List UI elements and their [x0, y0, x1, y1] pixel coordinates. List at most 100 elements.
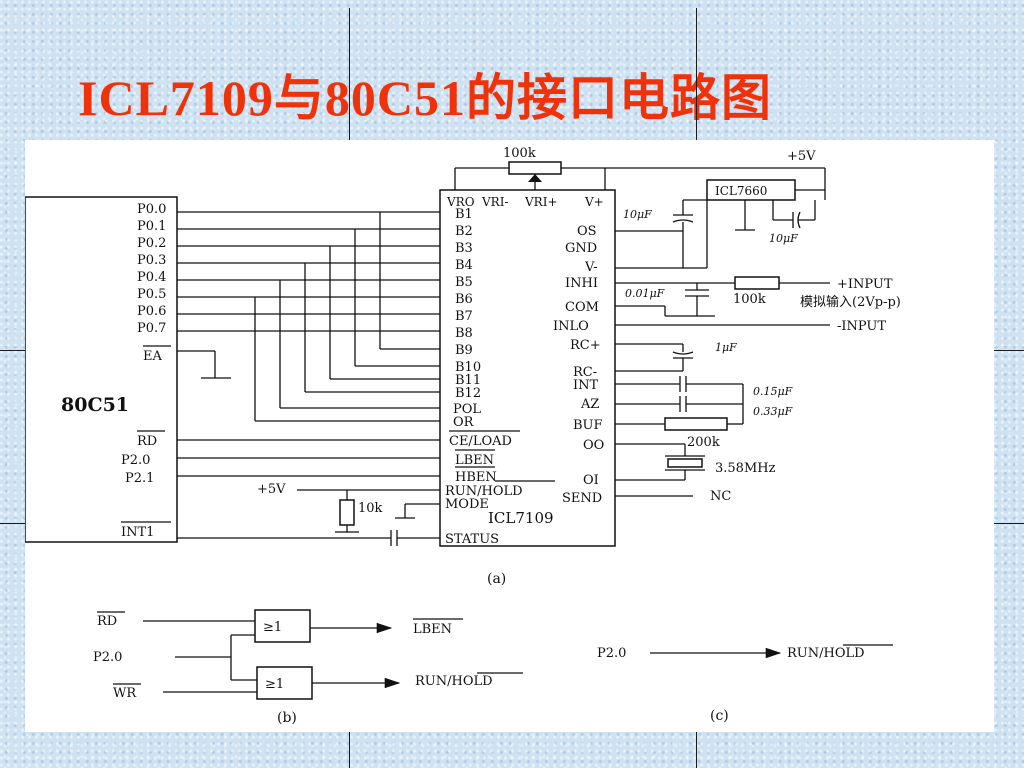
- adc-pin-b4: B4: [455, 258, 473, 273]
- adc-pin-vro: VRO: [446, 195, 475, 209]
- plus-input-label: +INPUT: [837, 277, 893, 292]
- mcu-pin-ea: EA: [143, 349, 162, 364]
- adc-pin-inhi: INHI: [565, 276, 598, 291]
- adc-pin-int: INT: [573, 378, 599, 393]
- crystal-label: 3.58MHz: [715, 461, 776, 476]
- adc-pin-vminus: V-: [584, 260, 598, 275]
- resistor-200k-label: 200k: [687, 435, 720, 450]
- mcu-80c51-box: [25, 196, 178, 543]
- mcu-pin-p00: P0.0: [137, 202, 166, 217]
- adc-pin-or: OR: [453, 415, 475, 430]
- icl7660-label: ICL7660: [715, 184, 767, 198]
- fig-b-rd-label: RD: [97, 614, 117, 629]
- slide-title: ICL7109与80C51的接口电路图: [78, 70, 773, 126]
- schematic-panel: 80C51 P0.0 P0.1 P0.2 P0.3 P0.4 P0.5 P0.6…: [25, 140, 994, 732]
- adc-pin-hben: HBEN: [455, 470, 497, 485]
- adc-pin-b10: B10: [455, 360, 481, 375]
- adc-pin-os: OS: [577, 224, 597, 239]
- adc-pin-send: SEND: [562, 491, 602, 506]
- mcu-pin-p03: P0.3: [137, 253, 166, 268]
- pot-100k-label: 100k: [503, 146, 536, 161]
- guide-line: [696, 732, 697, 768]
- guide-line: [0, 350, 25, 351]
- cap-1uf-label: 1μF: [715, 341, 737, 354]
- cap-10uf-a-label: 10μF: [623, 208, 652, 221]
- adc-pin-b11: B11: [455, 373, 481, 388]
- mcu-pin-p02: P0.2: [137, 236, 166, 251]
- mcu-pin-p01: P0.1: [137, 219, 166, 234]
- mcu-pin-p04: P0.4: [137, 270, 166, 285]
- adc-pin-vplus: V+: [584, 195, 604, 209]
- fig-b-lben-label: LBEN: [413, 622, 452, 637]
- adc-pin-lben: LBEN: [455, 453, 494, 468]
- guide-line: [0, 523, 25, 524]
- send-nc-label: NC: [710, 489, 731, 504]
- adc-pin-b1: B1: [455, 207, 473, 222]
- mcu-pin-p21: P2.1: [125, 471, 154, 486]
- adc-pin-mode: MODE: [445, 497, 489, 512]
- adc-pin-status: STATUS: [445, 532, 499, 547]
- mcu-pin-p20: P2.0: [121, 453, 150, 468]
- guide-line: [349, 8, 350, 140]
- fig-c-p20-label: P2.0: [597, 646, 626, 661]
- adc-pin-oo: OO: [583, 438, 604, 453]
- data-bus-wires: [177, 211, 440, 422]
- adc-pin-gnd: GND: [565, 241, 597, 256]
- fig-b-wr-label: WR: [113, 686, 137, 701]
- adc-pin-b6: B6: [455, 292, 473, 307]
- adc-pin-b8: B8: [455, 326, 473, 341]
- resistor-input-label: 100k: [733, 292, 766, 307]
- or-gate-1-label: ≥1: [263, 620, 282, 635]
- caption-a: (a): [487, 571, 506, 587]
- adc-pin-oi: OI: [583, 473, 599, 488]
- or-gate-2-label: ≥1: [265, 677, 284, 692]
- cap-033uf-label: 0.33μF: [753, 405, 793, 418]
- minus-input-label: -INPUT: [837, 319, 886, 334]
- guide-line: [994, 350, 1024, 351]
- adc-pin-b12: B12: [455, 386, 481, 401]
- adc-pin-rc-minus: RC-: [573, 365, 597, 380]
- adc-pin-buf: BUF: [573, 418, 603, 433]
- analog-input-label: 模拟输入(2Vp-p): [800, 294, 901, 310]
- adc-pin-vri-minus: VRI-: [481, 195, 509, 209]
- cap-10uf-b-label: 10μF: [769, 232, 798, 245]
- mcu-pin-p07: P0.7: [137, 321, 166, 336]
- cap-015uf-label: 0.15μF: [753, 385, 793, 398]
- or-gate-1: [254, 609, 311, 643]
- fig-b-p20-label: P2.0: [93, 650, 122, 665]
- adc-name: ICL7109: [488, 509, 554, 527]
- adc-icl7109-box: [439, 189, 616, 547]
- guide-line: [994, 523, 1024, 524]
- resistor-200k: [664, 417, 728, 431]
- vplus-supply-label: +5V: [787, 149, 816, 164]
- adc-pin-b2: B2: [455, 224, 473, 239]
- adc-pin-com: COM: [565, 300, 599, 315]
- caption-b: (b): [277, 710, 297, 726]
- adc-pin-run-hold: RUN/HOLD: [445, 484, 523, 499]
- adc-pin-b7: B7: [455, 309, 473, 324]
- mcu-pin-int1: INT1: [121, 525, 154, 540]
- interface-schematic: 80C51 P0.0 P0.1 P0.2 P0.3 P0.4 P0.5 P0.6…: [25, 146, 901, 726]
- pot-100k: [508, 161, 562, 175]
- mode-supply-label: +5V: [257, 482, 286, 497]
- crystal: [667, 458, 703, 468]
- adc-pin-rc-plus: RC+: [570, 338, 601, 353]
- adc-pin-vri-plus: VRI+: [524, 195, 558, 209]
- cap-001uf-label: 0.01μF: [625, 287, 665, 300]
- fig-b-run-hold-label: RUN/HOLD: [415, 674, 493, 689]
- or-gate-2: [256, 666, 313, 700]
- adc-pin-pol: POL: [453, 402, 481, 417]
- mcu-pin-p06: P0.6: [137, 304, 166, 319]
- adc-pin-inlo: INLO: [553, 319, 589, 334]
- adc-pin-az: AZ: [580, 397, 599, 412]
- adc-pin-ce-load: CE/LOAD: [449, 434, 512, 449]
- guide-line: [696, 8, 697, 140]
- fig-c-run-hold-label: RUN/HOLD: [787, 646, 865, 661]
- resistor-10k: [339, 499, 355, 526]
- adc-pin-b5: B5: [455, 275, 473, 290]
- mcu-pin-p05: P0.5: [137, 287, 166, 302]
- resistor-10k-label: 10k: [358, 501, 383, 516]
- resistor-input-100k: [734, 276, 780, 290]
- adc-pin-b9: B9: [455, 343, 473, 358]
- caption-c: (c): [710, 708, 729, 724]
